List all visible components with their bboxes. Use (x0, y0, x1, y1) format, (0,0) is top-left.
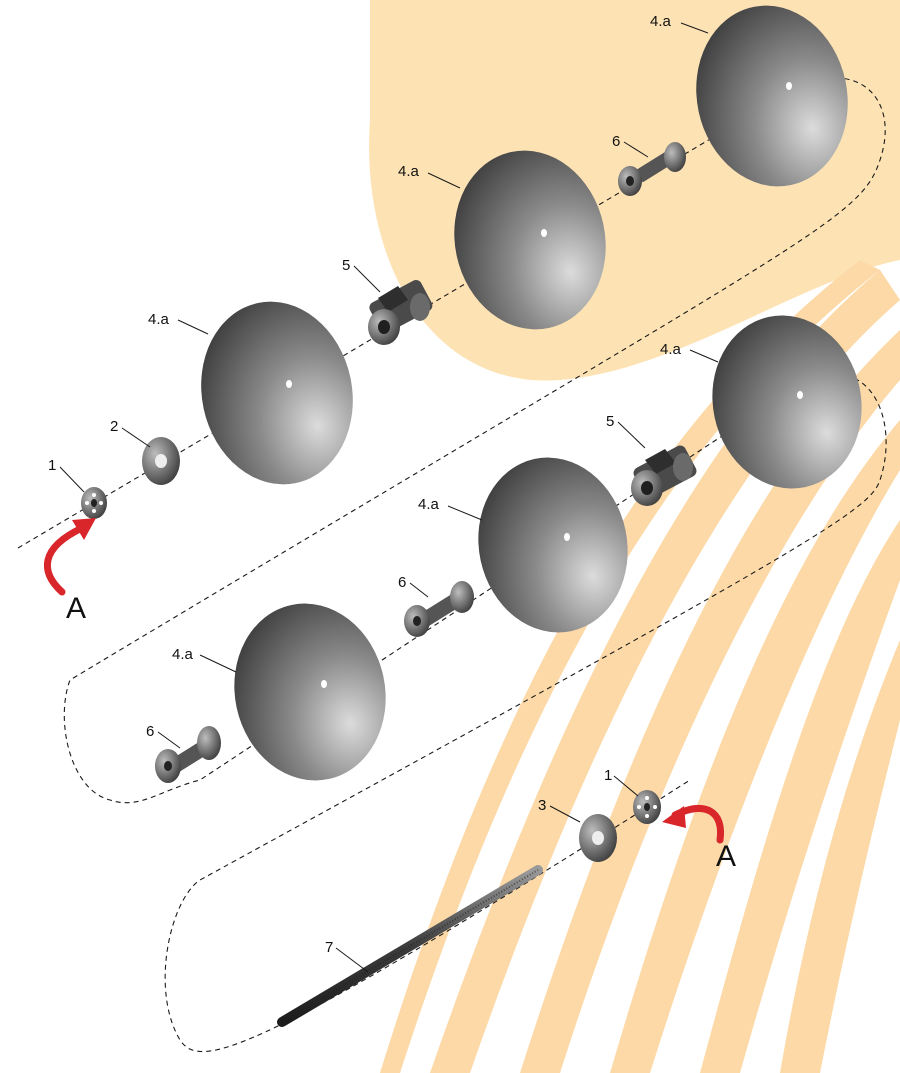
callout-7: 7 (325, 939, 333, 956)
arrow-a-right (662, 805, 725, 844)
bearing-housing-top (368, 280, 433, 345)
callout-1-bottom: 1 (604, 767, 612, 784)
callout-1-top: 1 (48, 457, 56, 474)
callout-6-mid: 6 (398, 574, 406, 591)
arrow-a-left (44, 518, 96, 596)
watermark-stripe (430, 270, 900, 1073)
disc-lower-left (234, 603, 386, 781)
callout-2: 2 (110, 418, 118, 435)
disc-top-mid (454, 150, 606, 330)
callout-4a: 4.a (398, 163, 420, 180)
flange-nut-bottom (633, 790, 661, 824)
leader-lines (59, 22, 719, 973)
watermark-stripe (520, 330, 900, 1073)
assembly-axis-line (17, 77, 887, 1053)
watermark-stripe (610, 420, 900, 1073)
arrow-label-a-left: A (66, 592, 86, 625)
spacer-spool-mid (404, 581, 474, 637)
threaded-rod (277, 865, 543, 1027)
callout-5-mid: 5 (606, 413, 614, 430)
callout-3: 3 (538, 797, 546, 814)
bearing-housing-mid (631, 445, 697, 506)
washer-part-3 (579, 814, 617, 862)
watermark-stripe (780, 640, 900, 1073)
callout-4a: 4.a (172, 646, 194, 663)
callout-5-top: 5 (342, 257, 350, 274)
callout-4a: 4.a (148, 311, 170, 328)
callout-4a: 4.a (650, 13, 672, 30)
washer-part-2 (142, 437, 180, 485)
disc-top-right (696, 5, 848, 187)
callout-6-bottom: 6 (146, 723, 154, 740)
disc-mid-center (478, 457, 628, 633)
flange-nut-top (81, 487, 107, 519)
spacer-spool-bottom (155, 726, 221, 783)
callout-6-top: 6 (612, 133, 620, 150)
watermark-stripe (700, 520, 900, 1073)
callout-4a: 4.a (418, 496, 440, 513)
arrow-label-a-right: A (716, 840, 736, 873)
disc-mid-right (712, 315, 862, 489)
spacer-spool-top (618, 142, 686, 196)
disc-top-left (201, 301, 353, 485)
callout-4a: 4.a (660, 341, 682, 358)
